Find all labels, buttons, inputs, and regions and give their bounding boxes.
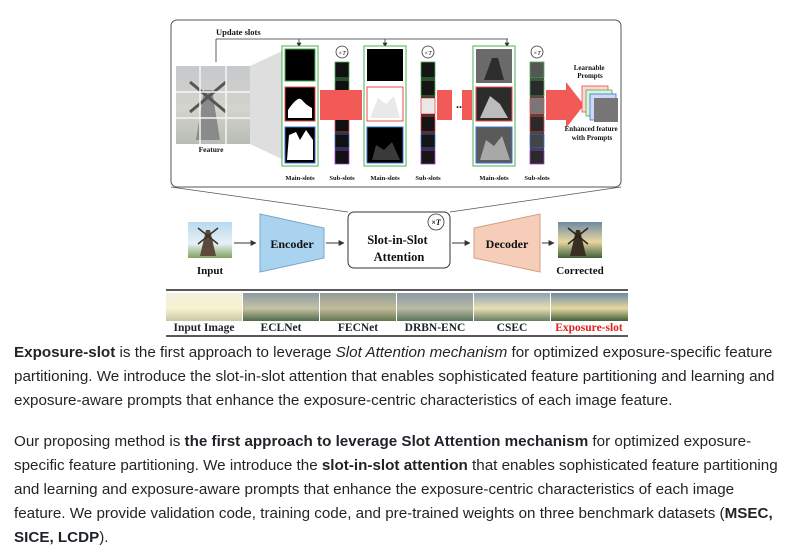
red-arrow-3 — [462, 90, 472, 120]
slot-attention-label: Slot-in-Slot Attention — [367, 233, 431, 264]
iter-symbol-main: ×T — [431, 218, 442, 227]
comparison-drbn-image — [397, 293, 473, 321]
paragraph-details-text-2: for optimized exposure-specific feature … — [14, 433, 752, 474]
paragraph-intro-text-1: is the first approach to leverage — [115, 344, 336, 361]
iter-symbol-1: ×T — [338, 51, 346, 57]
encoder-block — [259, 213, 325, 273]
slot-group-2 — [363, 45, 436, 167]
method-name: Exposure-slot — [14, 344, 116, 361]
comparison-input-image — [166, 293, 242, 321]
learnable-prompts-label: Learnable Prompts — [574, 64, 606, 80]
comparison-exposure-slot-image — [551, 293, 628, 321]
update-slots-label: Update slots — [216, 27, 261, 37]
red-arrow-2 — [437, 90, 452, 120]
slot-attention-italic: Slot Attention mechanism — [335, 344, 508, 361]
comparison-label-drbn-enc: DRBN-ENC — [404, 322, 466, 334]
prompt-stack — [581, 85, 618, 122]
comparison-csec-image — [474, 293, 550, 321]
comparison-label-fecnet: FECNet — [337, 322, 379, 334]
slot-group-1 — [281, 45, 350, 167]
comparison-eclnet-image — [243, 293, 319, 321]
comparison-label-csec: CSEC — [496, 322, 528, 334]
input-label: Input — [197, 265, 224, 277]
feature-grid-image — [176, 66, 250, 144]
enhanced-feature-label: Enhanced feature with Prompts — [565, 125, 620, 142]
decoder-block — [473, 213, 541, 273]
slot-attention-box — [347, 211, 451, 269]
comparison-fecnet-image — [320, 293, 396, 321]
iter-symbol-3: ×T — [533, 51, 541, 57]
feature-label: Feature — [199, 145, 225, 154]
corrected-image — [558, 222, 602, 258]
paragraph-details: Our proposing method is the first approa… — [14, 430, 786, 550]
comparison-label-input: Input Image — [173, 322, 235, 334]
iter-symbol-2: ×T — [424, 51, 432, 57]
first-approach-bold: the first approach to leverage Slot Atte… — [184, 433, 589, 450]
paragraph-details-text-4: ). — [99, 529, 109, 546]
main-slots-label-3: Main-slots — [479, 175, 509, 182]
slot-in-slot-bold: slot-in-slot attention — [321, 457, 468, 474]
sub-slots-label-2: Sub-slots — [415, 175, 441, 182]
decoder-label: Decoder — [486, 237, 529, 251]
input-image — [188, 222, 232, 258]
main-slots-label-1: Main-slots — [285, 175, 315, 182]
red-arrow-4 — [546, 82, 584, 128]
comparison-label-exposure-slot: Exposure-slot — [555, 322, 623, 334]
comparison-label-eclnet: ECLNet — [260, 322, 302, 334]
method-figure: Update slots Feature ×T — [166, 19, 628, 337]
paragraph-details-text-1: Our proposing method is — [14, 433, 185, 450]
slot-group-3 — [472, 45, 545, 167]
corrected-label: Corrected — [556, 265, 603, 277]
sub-slots-label-1: Sub-slots — [329, 175, 355, 182]
encoder-label: Encoder — [270, 237, 314, 251]
paragraph-intro-text-2: for optimized exposure-specific feature … — [14, 344, 775, 409]
ellipsis: ... — [456, 97, 465, 111]
main-slots-label-2: Main-slots — [370, 175, 400, 182]
paragraph-intro: Exposure-slot is the first approach to l… — [14, 341, 786, 413]
red-arrow-1 — [320, 90, 362, 120]
datasets-bold: MSEC, SICE, LCDP — [14, 505, 773, 546]
paragraph-details-text-3: that enables sophisticated feature parti… — [14, 457, 778, 522]
sub-slots-label-3: Sub-slots — [524, 175, 550, 182]
